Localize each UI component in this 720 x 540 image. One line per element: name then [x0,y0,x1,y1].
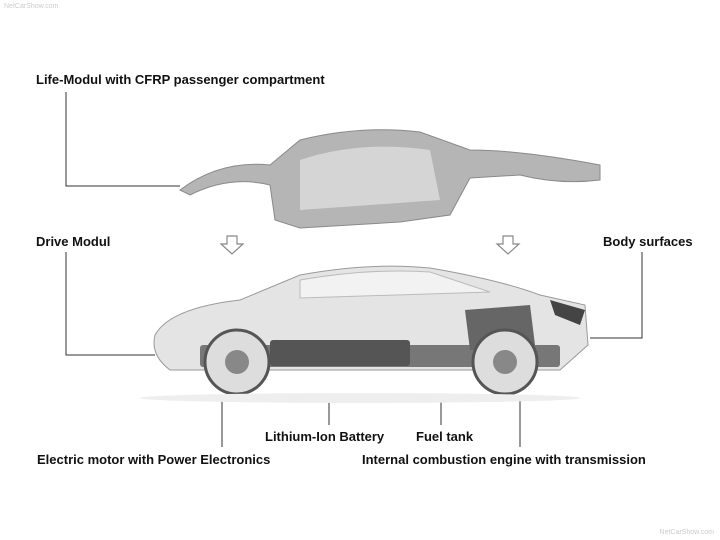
leader-lines [65,92,643,447]
label-life-modul: Life-Modul with CFRP passenger compartme… [36,72,325,87]
life-module-frame [179,129,601,229]
label-engine: Internal combustion engine with transmis… [362,452,646,467]
watermark-bottom: NetCarShow.com [659,529,714,536]
watermark-top: NetCarShow.com [4,3,59,10]
label-fuel-tank: Fuel tank [416,429,474,444]
arrow-down-icon [219,235,521,255]
label-battery: Lithium-Ion Battery [265,429,385,444]
label-drive-modul: Drive Modul [36,234,111,249]
label-body-surfaces: Body surfaces [603,234,693,249]
car-illustration [140,265,589,403]
label-electric-motor: Electric motor with Power Electronics [37,452,271,467]
